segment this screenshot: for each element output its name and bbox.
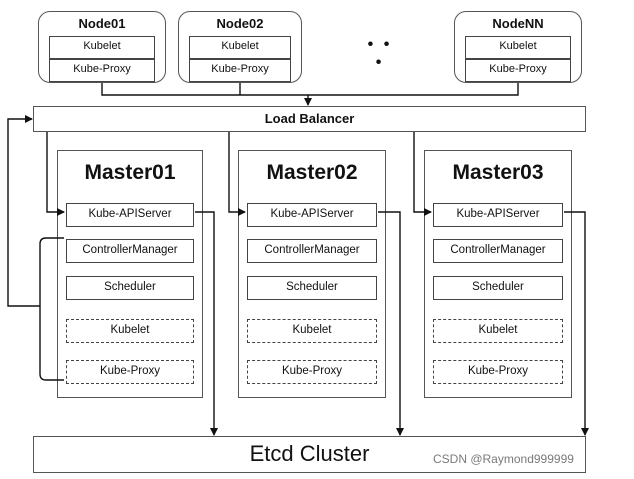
node-nn-kubelet: Kubelet [465, 36, 571, 59]
node-nn-to-lb-line [308, 83, 519, 96]
master-02-kube-proxy: Kube-Proxy [247, 360, 377, 384]
master-01: Master01 Kube-APIServer ControllerManage… [57, 150, 203, 398]
master-03-title: Master03 [452, 161, 544, 184]
node-01-to-lb-line [101, 83, 308, 96]
node-01-title: Node01 [78, 16, 126, 31]
master-01-kubelet: Kubelet [66, 319, 194, 343]
node-02-kubelet: Kubelet [189, 36, 291, 59]
load-balancer: Load Balancer [33, 106, 586, 132]
node-nn-title: NodeNN [492, 16, 544, 31]
master-03-kube-proxy: Kube-Proxy [433, 360, 563, 384]
master-02-title: Master02 [266, 161, 358, 184]
master-03-kube-apiserver: Kube-APIServer [433, 203, 563, 227]
node-02-kube-proxy: Kube-Proxy [189, 59, 291, 82]
master-01-scheduler: Scheduler [66, 276, 194, 300]
master-01-kube-apiserver: Kube-APIServer [66, 203, 194, 227]
csdn-watermark: CSDN @Raymond999999 [433, 452, 574, 466]
more-nodes-ellipsis: • • • [367, 36, 393, 71]
node-02-title: Node02 [216, 16, 264, 31]
master-01-controller-manager: ControllerManager [66, 239, 194, 263]
master-02: Master02 Kube-APIServer ControllerManage… [238, 150, 386, 398]
etcd-cluster: Etcd Cluster [33, 436, 586, 473]
node-nn-card: NodeNN Kubelet Kube-Proxy [454, 11, 582, 83]
master-01-title: Master01 [84, 161, 176, 184]
node-01-card: Node01 Kubelet Kube-Proxy [38, 11, 166, 83]
node-01-kube-proxy: Kube-Proxy [49, 59, 155, 82]
master-03: Master03 Kube-APIServer ControllerManage… [424, 150, 572, 398]
node-nn-kube-proxy: Kube-Proxy [465, 59, 571, 82]
master-03-controller-manager: ControllerManager [433, 239, 563, 263]
master-02-kube-apiserver: Kube-APIServer [247, 203, 377, 227]
master-03-scheduler: Scheduler [433, 276, 563, 300]
node-02-card: Node02 Kubelet Kube-Proxy [178, 11, 302, 83]
master-02-controller-manager: ControllerManager [247, 239, 377, 263]
master-02-kubelet: Kubelet [247, 319, 377, 343]
master-02-scheduler: Scheduler [247, 276, 377, 300]
master-01-kube-proxy: Kube-Proxy [66, 360, 194, 384]
node-01-kubelet: Kubelet [49, 36, 155, 59]
feedback-to-lb-arrow [7, 115, 40, 307]
master-03-kubelet: Kubelet [433, 319, 563, 343]
